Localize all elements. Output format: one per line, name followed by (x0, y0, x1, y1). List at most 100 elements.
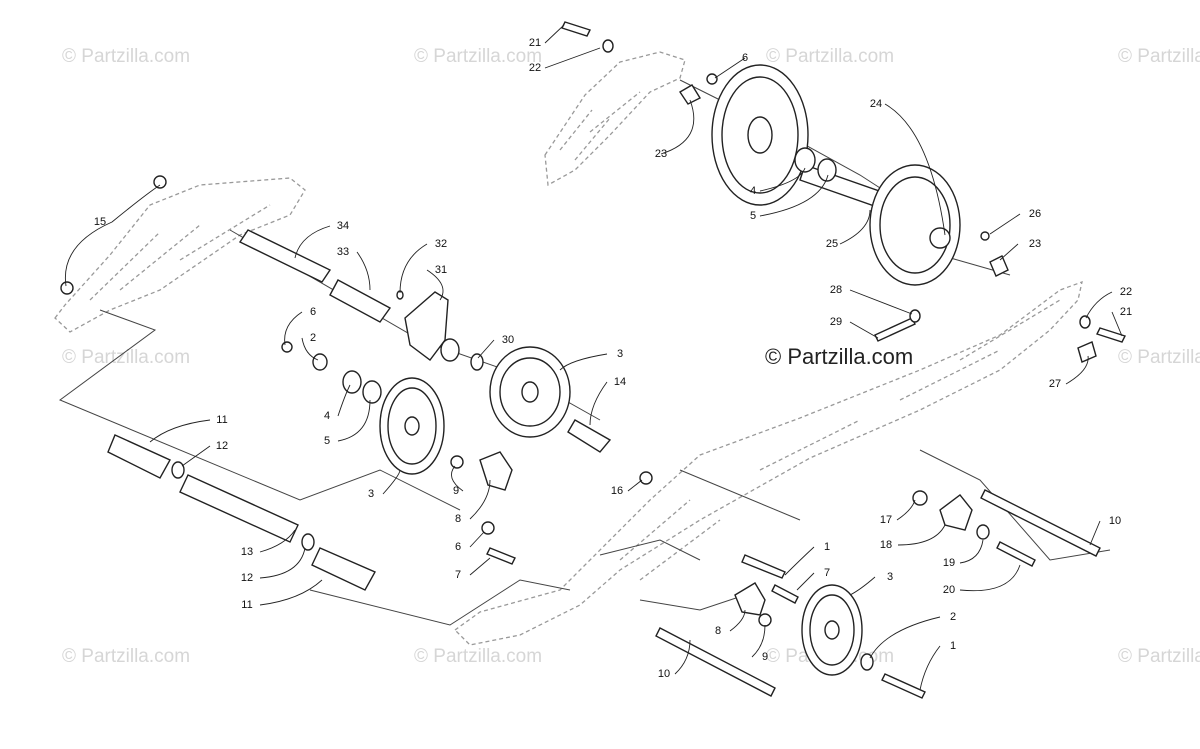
callout-label: 4 (750, 185, 756, 197)
callout-label: 15 (94, 216, 106, 228)
callout-label: 31 (435, 264, 447, 276)
washer-2 (312, 353, 328, 371)
callout-label: 16 (611, 485, 623, 497)
callout-label: 34 (337, 220, 349, 232)
watermark-text: © Partzilla.com (62, 46, 190, 67)
bracket-23-top (679, 84, 701, 105)
bracket-18 (939, 494, 973, 531)
rail-outlines (54, 51, 1083, 646)
callout-label: 10 (658, 668, 670, 680)
bolt-1-lower (881, 673, 926, 699)
washer-30 (470, 353, 484, 371)
callout-label: 3 (617, 348, 623, 360)
parts-layer (60, 21, 1126, 699)
watermark-text: © Partzilla.com (1118, 46, 1200, 67)
callout-label: 24 (870, 98, 882, 110)
callout-label: 6 (310, 306, 316, 318)
callout-label: 20 (943, 584, 955, 596)
callout-label: 4 (324, 410, 330, 422)
callout-label: 2 (310, 332, 316, 344)
spacer-14 (567, 419, 612, 453)
callout-label: 10 (1109, 515, 1121, 527)
watermark-layer: © Partzilla.com © Partzilla.com © Partzi… (62, 46, 1200, 667)
callout-label: 28 (830, 284, 842, 296)
callout-label: 12 (216, 440, 228, 452)
callout-label: 22 (1120, 286, 1132, 298)
bracket-23-right (989, 255, 1009, 277)
callout-label: 23 (1029, 238, 1041, 250)
axle-shaft-34 (238, 229, 332, 283)
callout-label: 14 (614, 376, 626, 388)
callout-label: 32 (435, 238, 447, 250)
spacer-33 (329, 279, 392, 323)
callout-label: 9 (453, 485, 459, 497)
watermark-text: © Partzilla.com (414, 646, 542, 667)
bearing-4 (342, 370, 362, 394)
bolt-26 (980, 231, 990, 241)
callout-label: 2 (950, 611, 956, 623)
spacer-11-lower (311, 547, 376, 591)
bracket-8-lower (734, 582, 766, 616)
callout-label: 18 (880, 539, 892, 551)
nut-16 (639, 471, 653, 485)
washer-12-lower (301, 533, 315, 551)
spacer-30 (440, 338, 460, 362)
bolt-21-top (561, 21, 591, 37)
callout-label: 33 (337, 246, 349, 258)
washer-22-top (602, 39, 614, 53)
leader-lines (64, 24, 1123, 691)
callout-label: 7 (824, 567, 830, 579)
nut-15-lower (60, 281, 74, 295)
callout-label: 29 (830, 316, 842, 328)
snap-ring (817, 158, 837, 182)
callout-label: 9 (762, 651, 768, 663)
left-front-rail (54, 177, 306, 333)
bolt-10-left (655, 627, 776, 697)
callout-label: 30 (502, 334, 514, 346)
callout-label: 12 (241, 572, 253, 584)
watermark-text: © Partzilla.com (62, 646, 190, 667)
watermark-text: © Partzilla.com (414, 46, 542, 67)
washer-12-upper (171, 461, 185, 479)
callout-label: 8 (455, 513, 461, 525)
callout-label: 25 (826, 238, 838, 250)
bolt-21-right (1096, 327, 1126, 343)
nut-6 (281, 341, 293, 353)
callout-labels: 21 22 6 24 23 4 5 25 26 23 15 34 33 32 3… (94, 37, 1132, 680)
callout-label: 3 (887, 571, 893, 583)
washer-22-right (1079, 315, 1091, 329)
callout-label: 11 (216, 414, 227, 426)
nut-9-upper (450, 455, 464, 469)
callout-label: 22 (529, 62, 541, 74)
callout-label: 23 (655, 148, 667, 160)
bolt-1-upper (741, 554, 786, 579)
snap-ring-5 (362, 380, 382, 404)
callout-label: 17 (880, 514, 892, 526)
bolt-7-lower (771, 584, 799, 604)
washer-28 (909, 309, 921, 323)
watermark-text: © Partzilla.com (766, 46, 894, 67)
cap-27 (1077, 341, 1097, 363)
bracket-8-upper (479, 451, 513, 491)
callout-label: 5 (324, 435, 330, 447)
axle-13 (179, 474, 299, 543)
callout-label: 6 (742, 52, 748, 64)
callout-label: 6 (455, 541, 461, 553)
rear-upper-rail (544, 51, 686, 187)
callout-label: 21 (1120, 306, 1132, 318)
callout-label: 11 (241, 599, 252, 611)
callout-label: 7 (455, 569, 461, 581)
nut-6-lower (481, 521, 495, 535)
washer-19 (976, 524, 990, 540)
right-main-rail (453, 280, 1083, 646)
nut-6-top (706, 73, 718, 85)
spacer-11-upper (107, 434, 171, 479)
bolt-20 (996, 541, 1036, 567)
callout-label: 19 (943, 557, 955, 569)
nut-15-upper (153, 175, 167, 189)
bearing (794, 147, 816, 173)
copyright-text: © Partzilla.com (765, 344, 913, 369)
callout-label: 21 (529, 37, 541, 49)
bolt-10-right (980, 489, 1101, 557)
